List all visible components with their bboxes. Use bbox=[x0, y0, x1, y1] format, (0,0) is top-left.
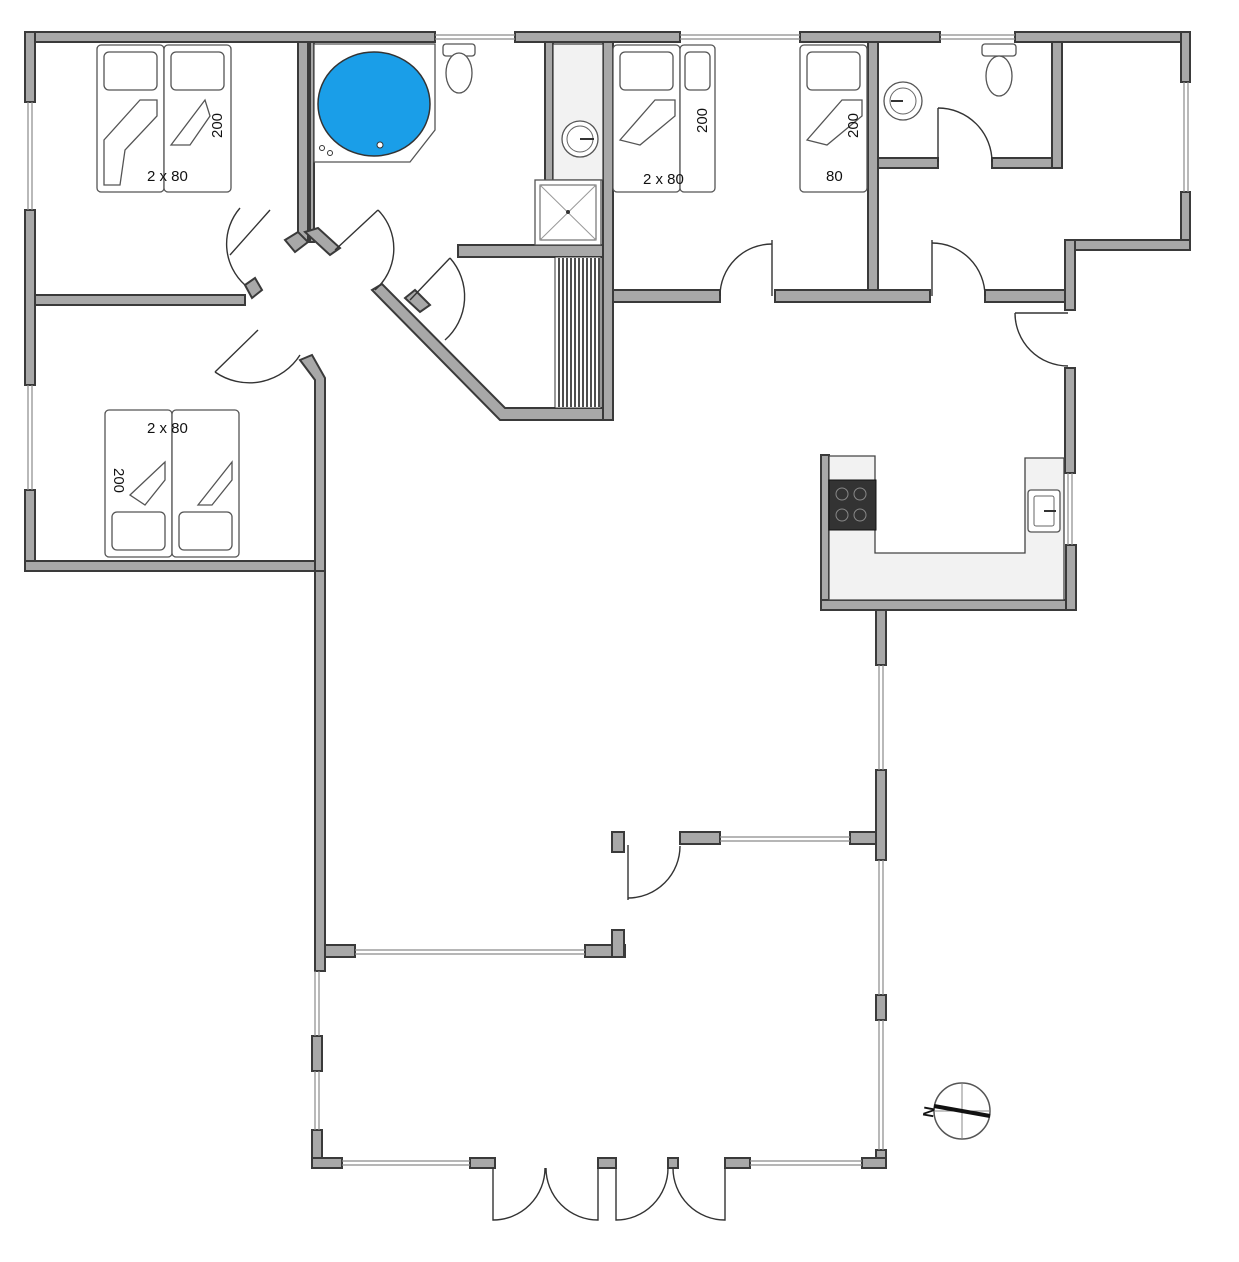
bed-length-label: 200 bbox=[110, 468, 127, 493]
bed bbox=[163, 44, 232, 193]
bed bbox=[96, 44, 165, 193]
doors bbox=[214, 107, 1069, 1221]
sauna-bench bbox=[554, 256, 602, 409]
bed-length-label: 200 bbox=[694, 108, 711, 133]
bed-size-label: 80 bbox=[826, 168, 843, 185]
toilet-icon bbox=[981, 43, 1017, 97]
walls bbox=[24, 31, 1191, 1169]
wc bbox=[883, 43, 1017, 121]
compass-icon: N bbox=[920, 1082, 991, 1140]
windows bbox=[27, 34, 1189, 1166]
bathtub bbox=[317, 51, 431, 157]
compass-north-label: N bbox=[920, 1105, 939, 1119]
bed-size-label: 2 x 80 bbox=[147, 168, 188, 185]
bed-size-label: 2 x 80 bbox=[643, 171, 684, 188]
sink-icon bbox=[1027, 489, 1061, 533]
kitchen bbox=[828, 455, 1065, 601]
shower-icon bbox=[534, 179, 602, 246]
bed-length-label: 200 bbox=[845, 113, 862, 138]
beds bbox=[96, 44, 868, 558]
sink-icon bbox=[561, 120, 599, 158]
bathroom bbox=[313, 43, 604, 409]
bed bbox=[612, 44, 681, 193]
stove-icon bbox=[828, 479, 877, 531]
sink-icon bbox=[883, 81, 923, 121]
bed bbox=[799, 44, 868, 193]
toilet-icon bbox=[442, 43, 476, 94]
bed bbox=[171, 409, 240, 558]
bed-size-label: 2 x 80 bbox=[147, 420, 188, 437]
bed bbox=[104, 409, 173, 558]
bed bbox=[679, 44, 716, 193]
bed-length-label: 200 bbox=[209, 113, 226, 138]
